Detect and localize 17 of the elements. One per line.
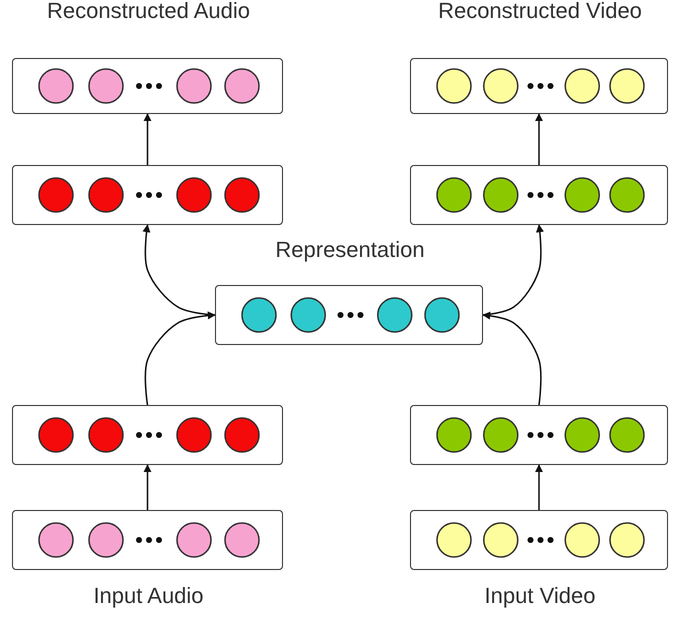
arrow: [142, 224, 216, 316]
layer-label: Reconstructed Audio: [46, 0, 250, 24]
arrow: [482, 312, 542, 406]
arrow: [144, 464, 152, 510]
layer-box: [12, 405, 283, 465]
layer-label: Reconstructed Video: [438, 0, 642, 24]
arrow: [482, 224, 544, 316]
arrow: [144, 311, 216, 406]
layer-label: Representation: [275, 237, 425, 263]
arrow: [535, 113, 543, 165]
arrow: [144, 113, 152, 165]
layer-box: [12, 165, 283, 225]
layer-label: Input Video: [484, 583, 596, 609]
layer-box: [410, 165, 668, 225]
layer-label: Input Audio: [93, 583, 204, 609]
arrow: [535, 464, 543, 510]
layer-box: [410, 405, 668, 465]
